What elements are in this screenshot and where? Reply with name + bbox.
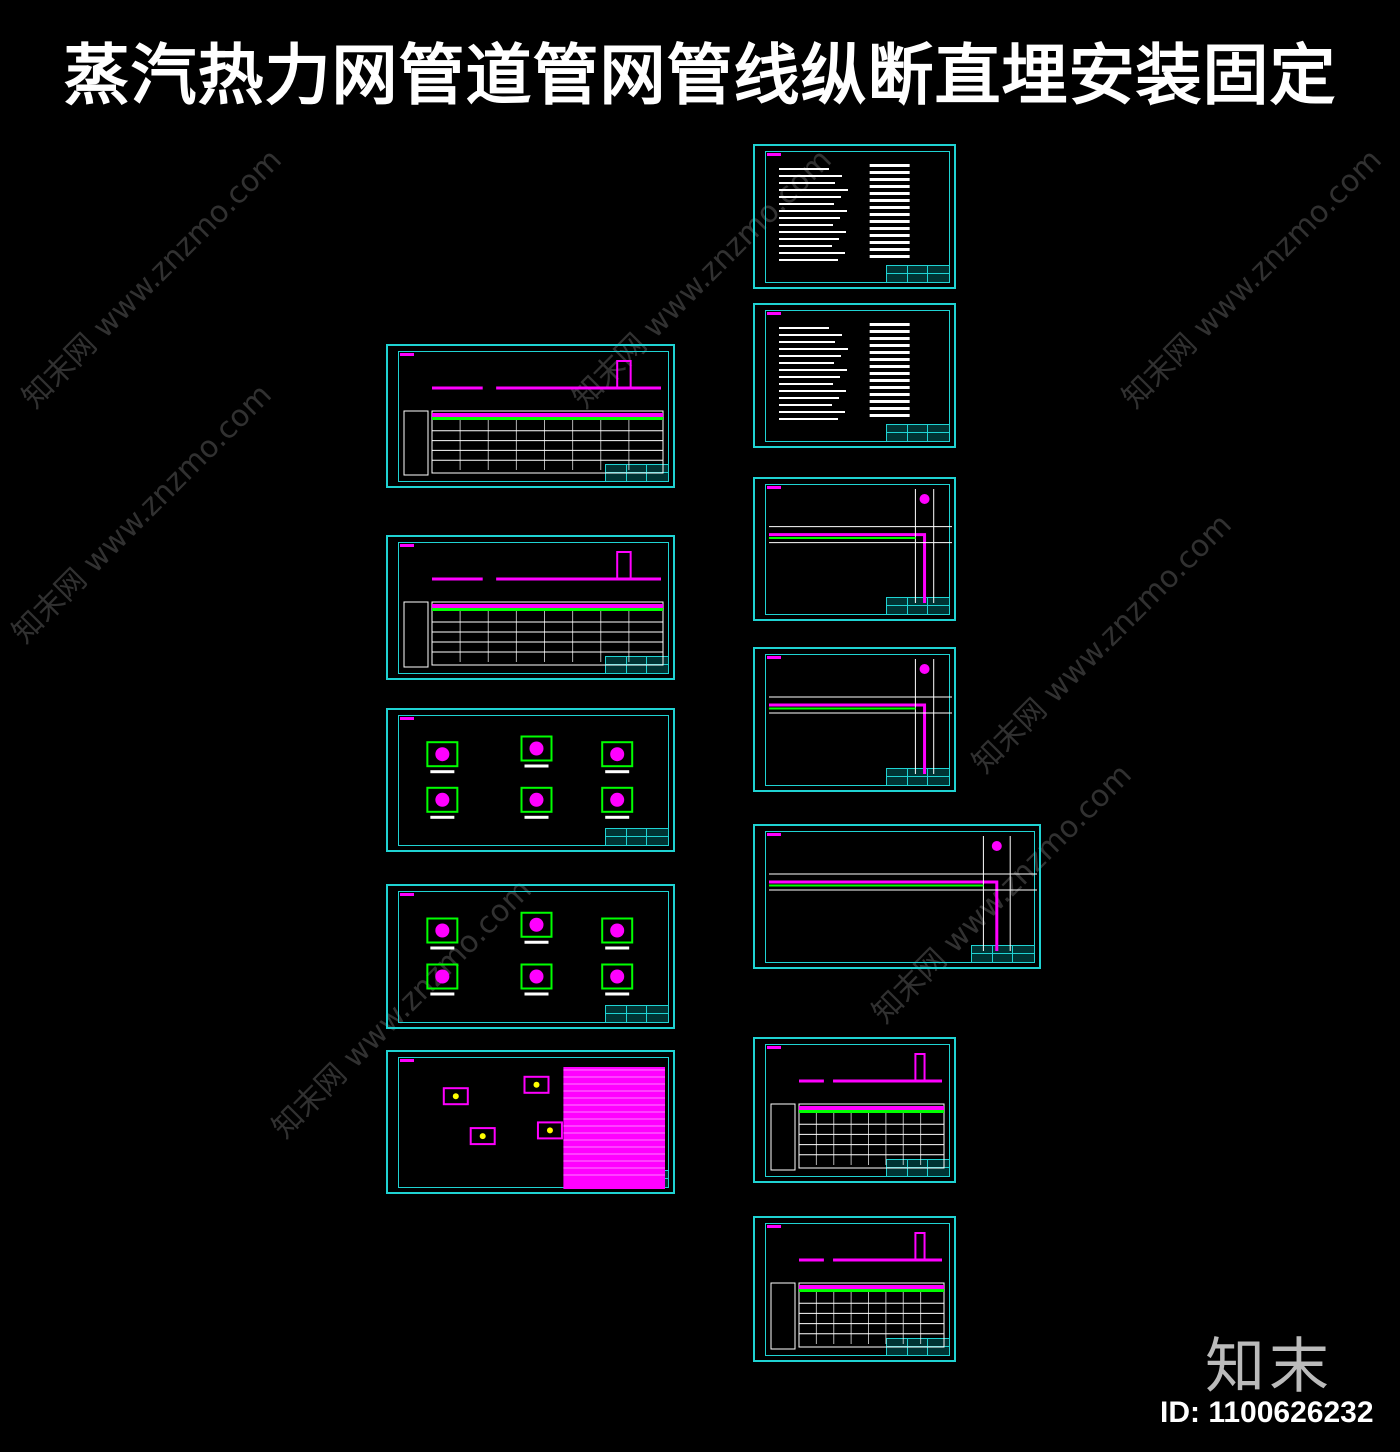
sheet-graphics (426, 735, 634, 819)
sheet-border (765, 1223, 950, 1356)
drawing-sheet-profile[interactable] (386, 535, 675, 680)
drawing-sheet-profile[interactable] (753, 1216, 956, 1362)
drawing-sheet-table[interactable] (386, 1050, 675, 1194)
watermark-text: 知末网 www.znzmo.com (1115, 142, 1389, 416)
sheet-tag (400, 717, 414, 720)
sheet-tag (400, 1059, 414, 1062)
drawing-sheet-details[interactable] (386, 884, 675, 1029)
sheet-tag (400, 893, 414, 896)
sheet-graphics (770, 1232, 945, 1350)
watermark-text: 知末网 www.znzmo.com (965, 507, 1239, 781)
sheet-graphics (403, 551, 664, 668)
drawing-sheet-notes[interactable] (753, 303, 956, 448)
title-block (886, 424, 950, 442)
title-block (605, 1005, 669, 1023)
sheet-tag (767, 486, 781, 489)
title-block (886, 265, 950, 283)
sheet-graphics (426, 911, 634, 996)
drawing-sheet-plan[interactable] (753, 824, 1041, 969)
sheet-tag (767, 153, 781, 156)
sheet-border (398, 715, 669, 846)
sheet-border (765, 1044, 950, 1177)
title-block (605, 828, 669, 846)
sheet-border (765, 310, 950, 442)
sheet-graphics (779, 323, 910, 420)
drawing-sheet-profile[interactable] (386, 344, 675, 488)
sheet-graphics (769, 489, 952, 603)
sheet-border (398, 351, 669, 482)
sheet-graphics (769, 836, 1037, 951)
drawing-sheet-notes[interactable] (753, 144, 956, 289)
sheet-tag (767, 312, 781, 315)
sheet-border (398, 891, 669, 1023)
sheet-graphics (442, 1067, 665, 1189)
sheet-graphics (403, 360, 664, 476)
sheet-border (765, 654, 950, 786)
sheet-border (398, 542, 669, 674)
brand-logo: 知末 (1205, 1332, 1333, 1402)
sheet-border (765, 831, 1035, 963)
page-title: 蒸汽热力网管道管网管线纵断直埋安装固定 (63, 37, 1337, 114)
sheet-tag (767, 1225, 781, 1228)
sheet-graphics (779, 164, 910, 261)
drawing-sheet-details[interactable] (386, 708, 675, 852)
sheet-border (765, 151, 950, 283)
sheet-tag (400, 353, 414, 356)
sheet-tag (767, 1046, 781, 1049)
asset-id: ID: 1100626232 (1160, 1396, 1374, 1429)
sheet-border (765, 484, 950, 615)
sheet-tag (400, 544, 414, 547)
title-block (971, 945, 1035, 963)
sheet-tag (767, 656, 781, 659)
drawing-sheet-plan[interactable] (753, 477, 956, 621)
sheet-graphics (769, 659, 952, 774)
sheet-graphics (770, 1053, 945, 1171)
sheet-border (398, 1057, 669, 1188)
drawing-sheet-profile[interactable] (753, 1037, 956, 1183)
sheet-tag (767, 833, 781, 836)
drawing-sheet-plan[interactable] (753, 647, 956, 792)
